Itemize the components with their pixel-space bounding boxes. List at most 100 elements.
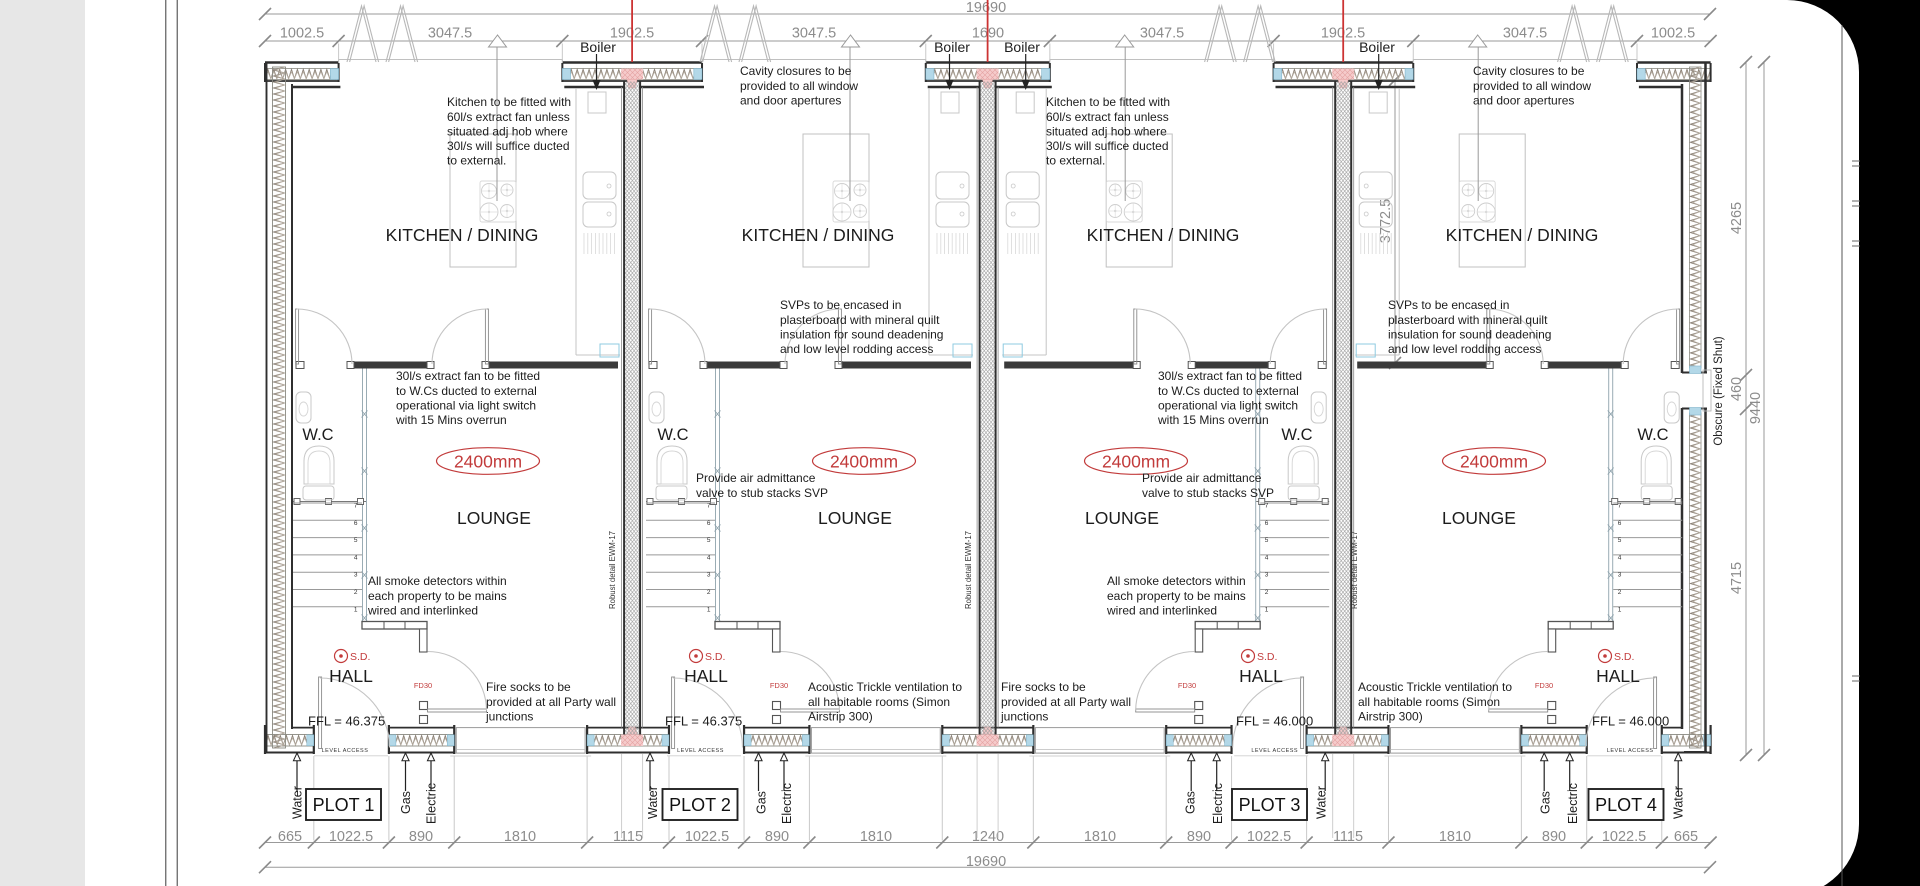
- svg-text:4: 4: [354, 554, 358, 561]
- svg-text:Airstrip 300): Airstrip 300): [808, 709, 873, 723]
- svg-text:KITCHEN / DINING: KITCHEN / DINING: [742, 225, 895, 245]
- svg-text:6: 6: [1265, 520, 1269, 527]
- svg-text:Gas: Gas: [1184, 791, 1198, 814]
- svg-text:with 15 Mins overrun: with 15 Mins overrun: [395, 413, 507, 427]
- svg-text:HALL: HALL: [329, 666, 373, 686]
- svg-text:3: 3: [1618, 572, 1622, 579]
- svg-text:LOUNGE: LOUNGE: [818, 508, 892, 528]
- svg-text:Obscure (Fixed Shut): Obscure (Fixed Shut): [1713, 336, 1725, 445]
- svg-text:HALL: HALL: [1596, 666, 1640, 686]
- svg-text:60l/s extract fan unless: 60l/s extract fan unless: [447, 110, 570, 124]
- svg-text:All smoke detectors within: All smoke detectors within: [1107, 574, 1246, 588]
- svg-text:1810: 1810: [1084, 829, 1116, 845]
- svg-text:2: 2: [707, 589, 711, 596]
- svg-text:2400mm: 2400mm: [830, 452, 898, 472]
- svg-text:1022.5: 1022.5: [329, 829, 373, 845]
- svg-text:1115: 1115: [613, 829, 643, 845]
- svg-text:and low level rodding access: and low level rodding access: [1388, 342, 1541, 356]
- svg-text:each property to be mains: each property to be mains: [368, 589, 507, 603]
- svg-text:FFL = 46.375: FFL = 46.375: [308, 714, 385, 729]
- svg-text:All smoke detectors within: All smoke detectors within: [368, 574, 507, 588]
- svg-text:FFL = 46.000: FFL = 46.000: [1236, 714, 1313, 729]
- svg-text:insulation for sound deadening: insulation for sound deadening: [1388, 327, 1551, 341]
- svg-text:1810: 1810: [1439, 829, 1471, 845]
- svg-text:and low level rodding access: and low level rodding access: [780, 342, 933, 356]
- svg-text:3047.5: 3047.5: [428, 26, 472, 42]
- svg-text:1: 1: [1618, 606, 1622, 613]
- svg-text:2400mm: 2400mm: [1102, 452, 1170, 472]
- svg-text:PLOT 3: PLOT 3: [1239, 795, 1301, 815]
- svg-text:plasterboard with mineral quil: plasterboard with mineral quilt: [1388, 313, 1548, 327]
- svg-text:Cavity closures to be: Cavity closures to be: [740, 64, 852, 78]
- svg-text:Fire socks to be: Fire socks to be: [1001, 680, 1086, 694]
- svg-text:6: 6: [707, 520, 711, 527]
- svg-text:Acoustic Trickle ventilation t: Acoustic Trickle ventilation to: [1358, 680, 1512, 694]
- svg-text:1: 1: [354, 606, 358, 613]
- svg-text:provided at all Party wall: provided at all Party wall: [1001, 695, 1131, 709]
- svg-text:each property to be mains: each property to be mains: [1107, 589, 1246, 603]
- svg-text:19690: 19690: [966, 854, 1006, 870]
- svg-text:1022.5: 1022.5: [1247, 829, 1291, 845]
- svg-text:1810: 1810: [504, 829, 536, 845]
- svg-text:W.C: W.C: [1281, 426, 1312, 444]
- svg-text:provided to all window: provided to all window: [1473, 79, 1591, 93]
- svg-text:Robust detail EWM-17: Robust detail EWM-17: [608, 531, 617, 609]
- svg-text:1002.5: 1002.5: [280, 26, 324, 42]
- svg-text:3: 3: [1265, 572, 1269, 579]
- svg-text:2400mm: 2400mm: [1460, 452, 1528, 472]
- svg-text:S.D.: S.D.: [350, 651, 370, 663]
- svg-text:Boiler: Boiler: [1359, 39, 1395, 55]
- svg-text:Gas: Gas: [399, 791, 413, 814]
- svg-text:HALL: HALL: [1239, 666, 1283, 686]
- svg-text:30l/s will suffice ducted: 30l/s will suffice ducted: [1046, 139, 1169, 153]
- svg-text:Water: Water: [291, 786, 305, 819]
- svg-text:operational via light switch: operational via light switch: [1158, 398, 1298, 412]
- svg-text:valve to stub stacks SVP: valve to stub stacks SVP: [1142, 486, 1274, 500]
- svg-text:890: 890: [1542, 829, 1566, 845]
- svg-text:provided at all Party wall: provided at all Party wall: [486, 695, 616, 709]
- svg-text:insulation for sound deadening: insulation for sound deadening: [780, 327, 943, 341]
- svg-text:KITCHEN / DINING: KITCHEN / DINING: [1446, 225, 1599, 245]
- svg-text:5: 5: [1618, 537, 1622, 544]
- svg-text:FD30: FD30: [1178, 681, 1196, 690]
- svg-text:to external.: to external.: [1046, 154, 1105, 168]
- svg-text:6: 6: [1618, 520, 1622, 527]
- svg-text:Boiler: Boiler: [1004, 39, 1040, 55]
- svg-text:Electric: Electric: [1211, 783, 1225, 824]
- svg-text:Robust detail EWM-17: Robust detail EWM-17: [1350, 531, 1359, 609]
- svg-text:5: 5: [354, 537, 358, 544]
- svg-text:LEVEL ACCESS: LEVEL ACCESS: [677, 748, 724, 754]
- svg-text:wired and interlinked: wired and interlinked: [367, 603, 478, 617]
- svg-text:W.C: W.C: [657, 426, 688, 444]
- svg-text:2: 2: [1265, 589, 1269, 596]
- svg-text:to W.Cs ducted to external: to W.Cs ducted to external: [396, 384, 537, 398]
- svg-text:LEVEL ACCESS: LEVEL ACCESS: [322, 748, 369, 754]
- svg-text:6: 6: [354, 520, 358, 527]
- svg-text:S.D.: S.D.: [1614, 651, 1634, 663]
- svg-text:KITCHEN / DINING: KITCHEN / DINING: [386, 225, 539, 245]
- svg-text:all habitable rooms (Simon: all habitable rooms (Simon: [1358, 695, 1500, 709]
- svg-text:Kitchen to be fitted with: Kitchen to be fitted with: [447, 95, 571, 109]
- svg-text:3772.5: 3772.5: [1378, 199, 1394, 243]
- svg-text:890: 890: [765, 829, 789, 845]
- svg-text:FD30: FD30: [1535, 681, 1553, 690]
- svg-text:2: 2: [354, 589, 358, 596]
- svg-text:Acoustic Trickle ventilation t: Acoustic Trickle ventilation to: [808, 680, 962, 694]
- svg-text:3047.5: 3047.5: [792, 26, 836, 42]
- svg-text:situated adj hob where: situated adj hob where: [1046, 124, 1167, 138]
- svg-text:wired and interlinked: wired and interlinked: [1106, 603, 1217, 617]
- svg-text:1810: 1810: [860, 829, 892, 845]
- svg-text:4715: 4715: [1729, 562, 1745, 594]
- svg-text:3: 3: [707, 572, 711, 579]
- svg-text:30l/s extract fan to be fitted: 30l/s extract fan to be fitted: [396, 369, 540, 383]
- svg-text:SVPs to be encased in: SVPs to be encased in: [780, 298, 901, 312]
- svg-text:Boiler: Boiler: [934, 39, 970, 55]
- svg-text:Provide air admittance: Provide air admittance: [1142, 471, 1262, 485]
- svg-text:S.D.: S.D.: [1257, 651, 1277, 663]
- svg-text:460: 460: [1729, 377, 1745, 401]
- svg-text:HALL: HALL: [684, 666, 728, 686]
- svg-text:LOUNGE: LOUNGE: [457, 508, 531, 528]
- svg-text:LEVEL ACCESS: LEVEL ACCESS: [1251, 748, 1298, 754]
- svg-text:FFL = 46.375: FFL = 46.375: [665, 714, 742, 729]
- svg-text:7: 7: [1265, 503, 1269, 510]
